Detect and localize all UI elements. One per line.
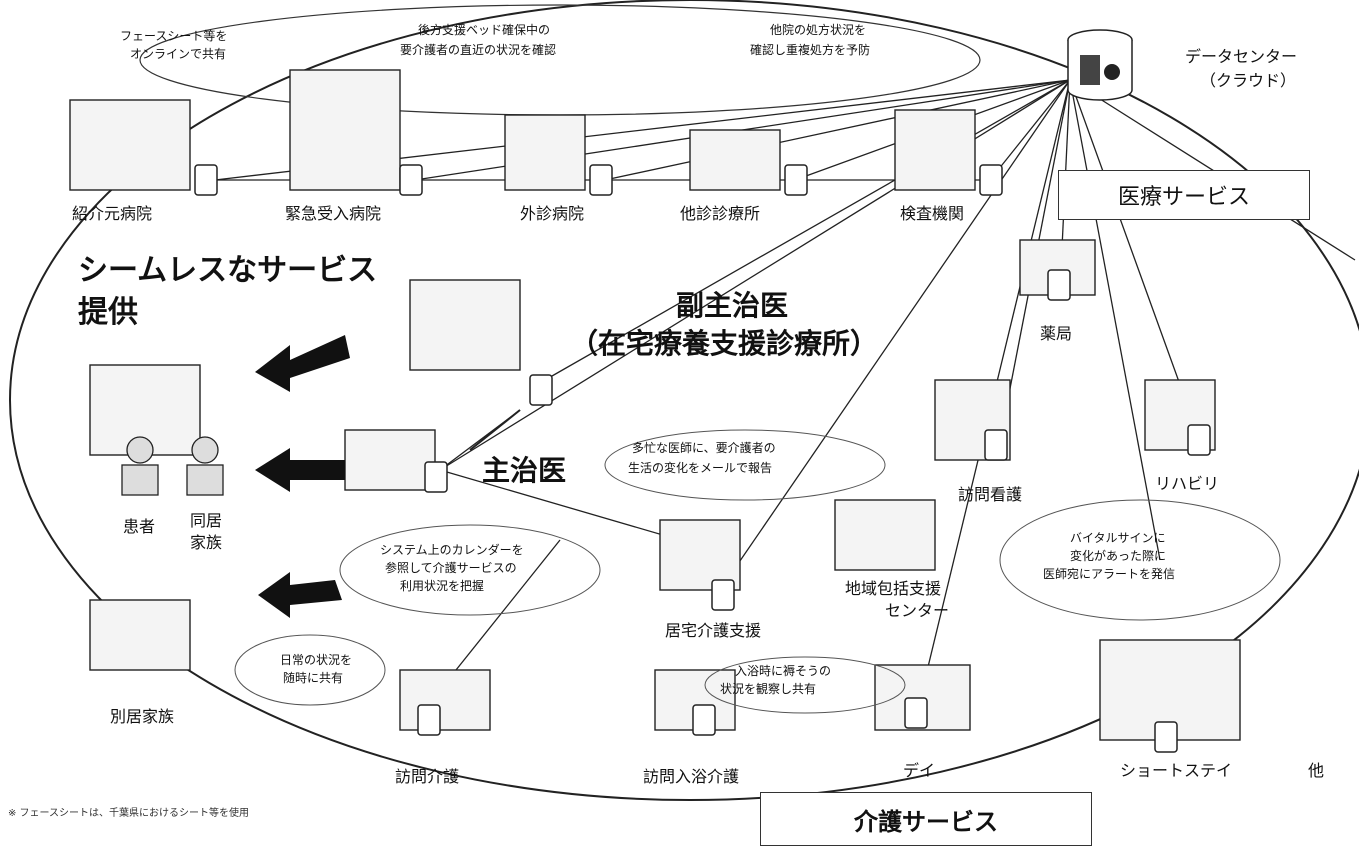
email-bubble-line2: 生活の変化をメールで報告 — [628, 461, 773, 475]
sub-physician-heading: 副主治医 — [676, 289, 789, 322]
home-visit-nursing-label: 訪問看護 — [958, 485, 1023, 504]
data-center-cylinder — [1067, 29, 1133, 101]
sub-physician-subheading: （在宅療養支援診療所） — [570, 327, 879, 360]
rehab-label: リハビリ — [1155, 474, 1220, 493]
email-bubble-line1: 多忙な医師に、要介護者の — [632, 441, 776, 455]
vital-bubble-line3: 医師宛にアラートを発信 — [1043, 567, 1176, 581]
day-label: デイ — [903, 761, 936, 780]
calendar-bubble-line1: システム上のカレンダーを — [380, 543, 524, 557]
bath-bubble-line1: 入浴時に褥そうの — [735, 664, 832, 678]
medical-services-box: 医療サービス — [1058, 170, 1310, 220]
home-care-support-building-icon — [659, 519, 741, 591]
footnote: ※ フェースシートは、千葉県におけるシート等を使用 — [8, 808, 250, 819]
main-physician-heading: 主治医 — [482, 454, 567, 487]
calendar-bubble-line2: 参照して介護サービスの — [385, 561, 517, 575]
outside-hospital-label: 外診病院 — [520, 204, 585, 223]
community-center-building-icon — [834, 499, 936, 571]
cohabiting-family-label-line1: 同居 — [190, 511, 223, 530]
care-services-box: 介護サービス — [760, 792, 1092, 846]
main-physician-clinic-building-icon — [344, 429, 436, 491]
vital-bubble-line2: 変化があった際に — [1070, 549, 1167, 563]
bath-care-label: 訪問入浴介護 — [643, 767, 740, 786]
data-center-label: データセンター — [1185, 47, 1298, 66]
cohabiting-family-label-line2: 家族 — [190, 533, 223, 552]
people-icons — [121, 436, 224, 496]
device-icons — [194, 164, 1211, 753]
community-center-label-line2: センター — [885, 601, 950, 620]
arrow-icons — [255, 335, 350, 618]
clinic-label: 他診診療所 — [680, 204, 761, 223]
lab-building-icon — [894, 109, 976, 191]
emergency-hospital-label: 緊急受入病院 — [285, 204, 382, 223]
care-services-label: 介護サービス — [854, 807, 998, 836]
home-visit-care-label: 訪問介護 — [395, 767, 460, 786]
emergency-hospital-building-icon — [289, 69, 401, 191]
vital-bubble-line1: バイタルサインに — [1070, 531, 1166, 545]
sub-physician-clinic-building-icon — [409, 279, 521, 371]
home-visit-care-building-icon — [399, 669, 491, 731]
main-sub-link — [469, 409, 521, 451]
daily-bubble-line2: 随時に共有 — [283, 671, 344, 685]
referral-hospital-label: 紹介元病院 — [72, 204, 153, 223]
outside-hospital-building-icon — [504, 114, 586, 191]
pharmacy-label: 薬局 — [1040, 324, 1073, 343]
bath-bubble-line2: 状況を観察し共有 — [720, 682, 817, 696]
rear-support-bubble-line2: 要介護者の直近の状況を確認 — [400, 43, 557, 57]
short-stay-label: ショートステイ — [1120, 761, 1233, 780]
daily-bubble-line1: 日常の状況を — [280, 653, 353, 667]
lab-label: 検査機関 — [900, 204, 965, 223]
seamless-heading-line2: 提供 — [78, 295, 138, 330]
seamless-heading-line1: シームレスなサービス — [78, 253, 378, 288]
patient-label: 患者 — [123, 517, 156, 536]
bubble-outlines — [234, 429, 1281, 714]
medical-services-label: 医療サービス — [1117, 185, 1250, 210]
data-center-sub-label: （クラウド） — [1200, 71, 1297, 90]
calendar-bubble-line3: 利用状況を把握 — [400, 579, 485, 593]
separate-family-label: 別居家族 — [110, 707, 175, 726]
separate-family-house-icon — [89, 599, 191, 671]
service-area-ellipse — [9, 0, 1359, 801]
rear-support-bubble-line1: 後方支援ベッド確保中の — [418, 23, 551, 37]
other-label: 他 — [1308, 761, 1325, 780]
clinic-building-icon — [689, 129, 781, 191]
facesheet-bubble-line1: フェースシート等を — [120, 29, 228, 43]
community-center-label-line1: 地域包括支援 — [845, 579, 942, 598]
building-icons — [69, 69, 1241, 741]
home-care-support-label: 居宅介護支援 — [665, 621, 762, 640]
other-rx-bubble-line1: 他院の処方状況を — [770, 23, 867, 37]
other-rx-bubble-line2: 確認し重複処方を予防 — [750, 43, 871, 57]
facesheet-bubble-line2: オンラインで共有 — [130, 47, 227, 61]
referral-hospital-building-icon — [69, 99, 191, 191]
